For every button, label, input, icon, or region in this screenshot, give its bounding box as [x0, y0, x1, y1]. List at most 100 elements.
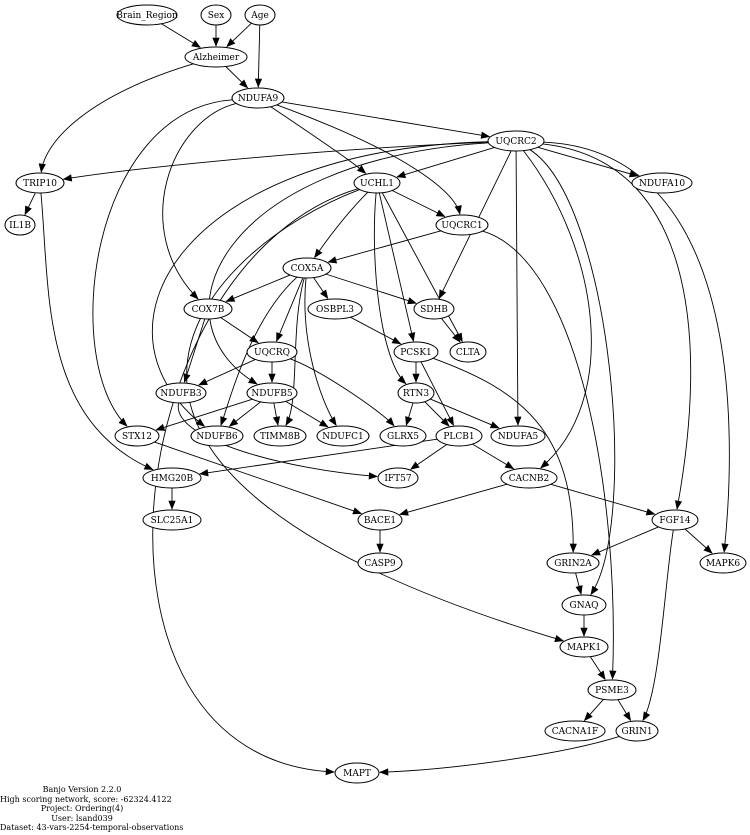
node-label: NDUFB5 — [251, 389, 293, 399]
node-ellipse — [142, 467, 202, 489]
arrowhead-icon — [118, 417, 128, 427]
edges-layer — [24, 22, 730, 776]
arrowhead-icon — [379, 768, 389, 776]
edge-trip10-to-hmg20b — [40, 192, 154, 470]
edge-cox7b-to-uqcrq — [220, 317, 259, 344]
node-mapt: MAPT — [334, 762, 380, 784]
edge-hmg20b-to-slc25a1 — [168, 488, 176, 510]
arrowhead-icon — [580, 627, 588, 637]
node-label: CLTA — [456, 348, 481, 358]
edge-ndufb5-to-stx12 — [155, 398, 253, 431]
node-label: Brain_Region — [116, 11, 178, 21]
arrowhead-icon — [228, 418, 239, 427]
arrowhead-icon — [320, 289, 329, 300]
edge-uqcrq-to-ndufb3 — [198, 359, 256, 386]
edge-mapk1-to-psme3 — [589, 656, 606, 681]
node-mapk6: MAPK6 — [699, 552, 747, 574]
edge-line — [591, 526, 659, 556]
node-uqcrc2: UQCRC2 — [487, 130, 545, 152]
edge-line — [379, 736, 620, 773]
edge-age-to-ndufa9 — [254, 24, 263, 88]
edge-line — [325, 273, 417, 304]
node-trip10: TRIP10 — [15, 172, 65, 194]
edge-cox5a-to-sdhb — [325, 273, 417, 305]
node-ellipse — [307, 298, 363, 320]
arrowhead-icon — [198, 378, 208, 386]
node-age: Age — [244, 4, 276, 26]
node-ellipse — [244, 4, 276, 26]
node-label: STX12 — [122, 432, 152, 442]
edge-line — [373, 192, 407, 385]
edge-line — [40, 192, 153, 470]
node-ellipse — [377, 467, 419, 489]
arrowhead-icon — [62, 174, 73, 182]
node-bace1: BACE1 — [357, 509, 403, 531]
node-ellipse — [651, 509, 699, 531]
arrowhead-icon — [435, 209, 446, 217]
arrowhead-icon — [38, 163, 46, 173]
node-ellipse — [4, 214, 36, 236]
node-uchl1: UCHL1 — [353, 172, 401, 194]
arrowhead-icon — [212, 37, 220, 47]
edge-ndufb5-to-ndufb6 — [228, 401, 261, 427]
node-label: SDHB — [420, 305, 448, 315]
node-ellipse — [561, 594, 607, 616]
node-rtn3: RTN3 — [397, 382, 435, 404]
footer-score: High scoring network, score: -62324.4122 — [0, 794, 172, 804]
node-label: MAPK1 — [567, 643, 601, 653]
node-stx12: STX12 — [114, 425, 160, 447]
node-label: PCSK1 — [400, 348, 432, 358]
node-ellipse — [231, 87, 285, 109]
edge-line — [430, 398, 500, 429]
node-ellipse — [487, 130, 545, 152]
edge-line — [151, 141, 489, 427]
edge-gnaq-to-mapk1 — [580, 615, 588, 637]
arrowhead-icon — [239, 79, 249, 89]
edge-pcsk1-to-rtn3 — [412, 362, 420, 383]
node-label: UQCRQ — [254, 348, 290, 358]
node-label: Sex — [208, 11, 225, 21]
node-label: NDUFA5 — [498, 432, 539, 442]
arrowhead-icon — [628, 170, 639, 178]
arrowhead-icon — [327, 256, 338, 264]
edge-line — [63, 141, 489, 180]
edge-alzheimer-to-ndufa9 — [225, 66, 249, 89]
node-label: CASP9 — [364, 559, 396, 569]
edge-uqcrc2-to-ndufb6 — [151, 141, 489, 427]
node-ellipse — [490, 425, 546, 447]
node-label: GRIN2A — [554, 559, 592, 569]
edge-line — [515, 150, 519, 426]
node-gnaq: GNAQ — [561, 594, 607, 616]
node-ndufb3: NDUFB3 — [155, 382, 207, 404]
edge-uqcrc2-to-cacnb2 — [523, 150, 592, 469]
arrowhead-icon — [452, 333, 461, 343]
node-label: MAPT — [343, 769, 371, 779]
edge-uqcrc2-to-mapk6 — [543, 141, 730, 553]
node-cox7b: COX7B — [183, 298, 233, 320]
edge-line — [92, 99, 233, 427]
edge-line — [276, 104, 461, 215]
arrowhead-icon — [609, 670, 617, 680]
edge-line — [550, 483, 655, 515]
node-ndufb6: NDUFB6 — [190, 425, 244, 447]
node-ellipse — [587, 679, 637, 701]
arrowhead-icon — [504, 461, 515, 470]
arrowhead-icon — [272, 416, 281, 426]
node-ellipse — [435, 425, 483, 447]
arrowhead-icon — [408, 332, 416, 342]
node-ellipse — [559, 636, 609, 658]
node-ellipse — [114, 425, 160, 447]
arrowhead-icon — [489, 421, 500, 429]
arrowhead-icon — [391, 336, 402, 345]
footer-version: Banjo Version 2.2.0 — [42, 785, 122, 794]
edge-cacnb2-to-fgf14 — [550, 483, 656, 516]
arrowhead-icon — [24, 205, 32, 216]
edge-uqcrc2-to-gnaq — [529, 149, 616, 596]
arrowhead-icon — [385, 417, 395, 427]
node-label: NDUFC1 — [322, 432, 364, 442]
node-ellipse — [155, 382, 207, 404]
node-grin2a: GRIN2A — [546, 552, 600, 574]
node-label: FGF14 — [659, 516, 690, 526]
node-label: UCHL1 — [360, 179, 394, 189]
